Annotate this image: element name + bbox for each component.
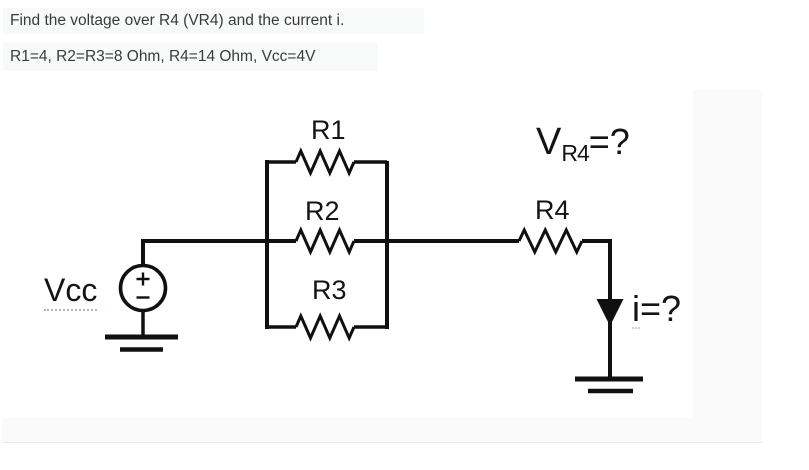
ground-left-icon — [105, 334, 178, 352]
resistor-r3-symbol — [294, 312, 356, 342]
label-r2: R2 — [305, 196, 340, 226]
plus-sign-icon — [136, 272, 150, 286]
current-arrow-icon — [596, 299, 624, 326]
resistor-r2-symbol — [294, 226, 356, 256]
circuit-image-panel — [2, 90, 762, 443]
ground-right-icon — [575, 376, 643, 394]
current-equals: =? — [640, 288, 682, 329]
vr4-equals: =? — [588, 121, 630, 162]
label-vr4-unknown: VR4=? — [536, 123, 630, 165]
current-symbol: i — [632, 288, 640, 329]
voltage-source-icon — [118, 263, 168, 337]
circuit-canvas — [2, 90, 693, 418]
wire-source-to-parallel — [141, 239, 296, 267]
label-current-unknown: i=? — [632, 291, 681, 329]
label-r1: R1 — [311, 115, 346, 145]
vr4-subscript: R4 — [561, 140, 589, 166]
label-r4: R4 — [535, 195, 570, 225]
question-text: Find the voltage over R4 (VR4) and the c… — [3, 8, 424, 34]
label-vcc: Vcc — [44, 274, 98, 311]
resistor-r1-symbol — [294, 147, 356, 177]
resistor-r4-symbol — [517, 226, 584, 256]
label-r3: R3 — [312, 275, 347, 305]
given-values-text: R1=4, R2=R3=8 Ohm, R4=14 Ohm, Vcc=4V — [3, 42, 378, 71]
vr4-v: V — [536, 121, 562, 163]
